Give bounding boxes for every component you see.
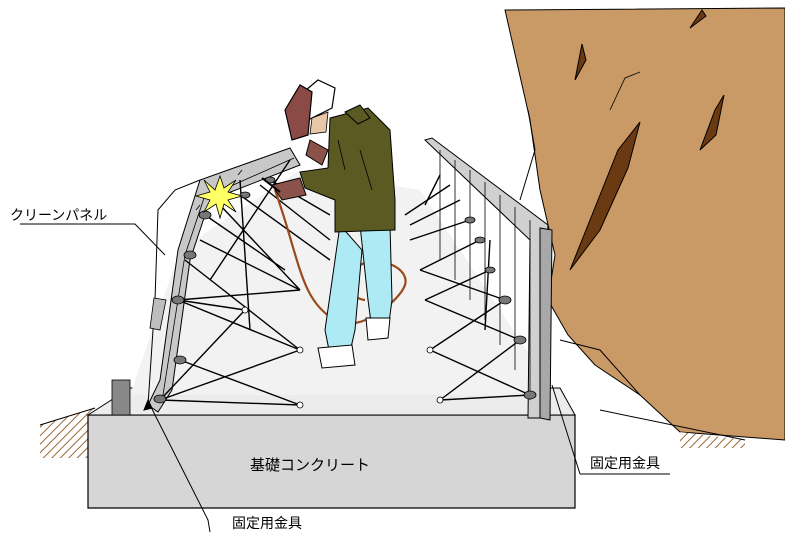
right-brackets bbox=[426, 216, 537, 404]
right-clean-panel bbox=[424, 137, 553, 421]
ground-hatch-right bbox=[680, 432, 745, 448]
ground-hatch-left bbox=[40, 408, 95, 458]
label-foundation: 基礎コンクリート bbox=[250, 456, 370, 474]
welding-spark-icon bbox=[194, 169, 244, 220]
welder-worker-icon bbox=[261, 79, 396, 369]
rock-face bbox=[504, 7, 785, 441]
leader-lines bbox=[20, 223, 670, 533]
label-clean-panel: クリーンパネル bbox=[10, 208, 107, 224]
label-bracket-bottom: 固定用金具 bbox=[232, 516, 302, 532]
label-bracket-right: 固定用金具 bbox=[590, 456, 660, 472]
left-panel-base bbox=[111, 379, 131, 416]
left-tie-rods bbox=[159, 159, 331, 406]
right-tie-rods bbox=[404, 174, 531, 401]
